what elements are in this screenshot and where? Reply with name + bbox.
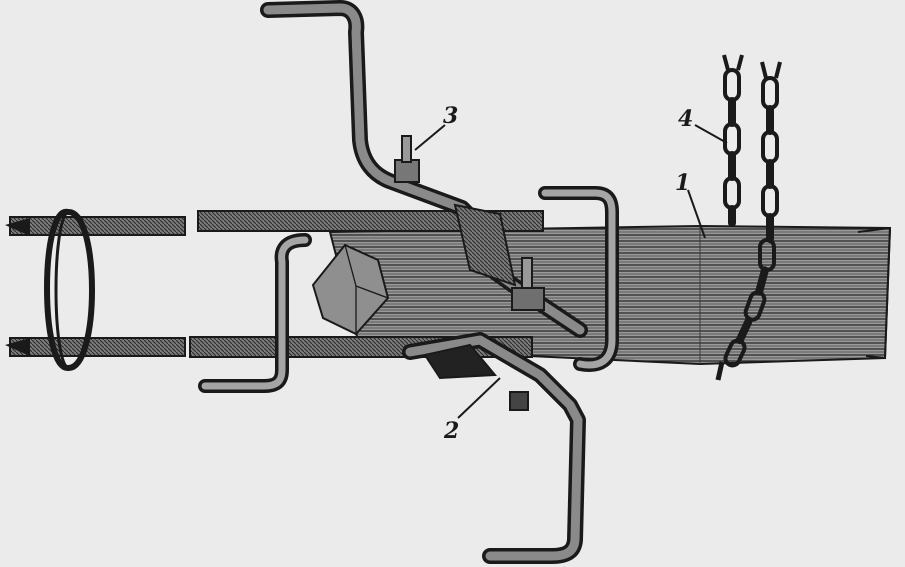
bolt-nut: [511, 257, 545, 311]
callout-2: 2: [443, 418, 459, 444]
right-hook-handle: [538, 186, 619, 372]
upper-bracket: [260, 0, 588, 338]
leader-lines: [414, 124, 728, 419]
leader-4: [694, 124, 728, 144]
left-inner-hook: [198, 233, 312, 393]
callout-4: 4: [678, 106, 693, 132]
leader-2: [457, 377, 501, 419]
left-loop-clamp: [5, 208, 95, 372]
chain-right: [715, 61, 782, 381]
leader-3: [414, 124, 446, 151]
square-block: [311, 243, 390, 336]
leader-1: [687, 189, 706, 239]
chains: [715, 54, 782, 381]
callout-3: 3: [443, 103, 458, 129]
callout-1: 1: [675, 170, 690, 196]
lower-bracket: [402, 332, 586, 564]
chain-left: [722, 54, 744, 227]
